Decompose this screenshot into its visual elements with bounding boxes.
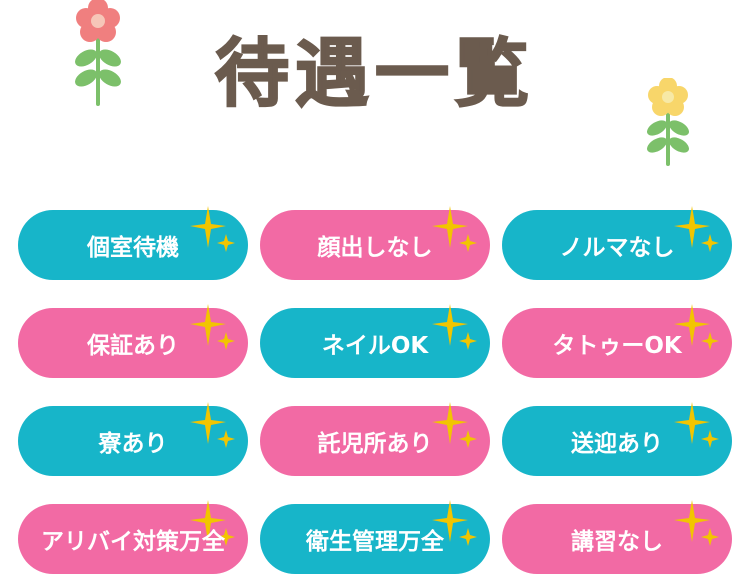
benefit-label: 講習なし	[571, 529, 663, 555]
benefit-label: 寮あり	[98, 431, 168, 457]
sparkle-icon	[186, 400, 238, 452]
sparkle-icon	[670, 498, 722, 550]
benefit-label: ネイルOK	[321, 333, 429, 359]
benefit-item: 託児所あり	[260, 402, 490, 476]
sparkle-icon	[428, 302, 480, 354]
sparkle-icon	[186, 204, 238, 256]
benefit-label: アリバイ対策万全	[41, 529, 225, 555]
benefit-item: ネイルOK	[260, 304, 490, 378]
benefit-item: 顔出しなし	[260, 206, 490, 280]
sparkle-icon	[186, 302, 238, 354]
benefits-grid: 個室待機 顔出しなし ノルマなし 保証あり ネイルOK タトゥーOK 寮あり 託…	[18, 206, 732, 574]
flower-yellow-icon	[647, 78, 689, 166]
sparkle-icon	[428, 400, 480, 452]
benefit-label: ノルマなし	[559, 235, 675, 261]
benefit-item: 送迎あり	[502, 402, 732, 476]
benefit-label: 顔出しなし	[317, 235, 433, 261]
benefit-label: タトゥーOK	[552, 333, 682, 359]
benefit-item: 寮あり	[18, 402, 248, 476]
page-title: 待遇一覧	[214, 30, 535, 118]
benefit-item: タトゥーOK	[502, 304, 732, 378]
benefit-item: ノルマなし	[502, 206, 732, 280]
benefit-label: 託児所あり	[317, 431, 433, 457]
benefit-label: 保証あり	[87, 333, 179, 359]
benefit-item: 保証あり	[18, 304, 248, 378]
benefit-item: アリバイ対策万全	[18, 500, 248, 574]
sparkle-icon	[670, 204, 722, 256]
sparkle-icon	[670, 302, 722, 354]
benefit-label: 送迎あり	[571, 431, 663, 457]
sparkle-icon	[428, 204, 480, 256]
flower-red-icon	[75, 0, 121, 106]
benefit-label: 衛生管理万全	[306, 529, 444, 555]
sparkle-icon	[670, 400, 722, 452]
benefit-label: 個室待機	[87, 235, 179, 261]
benefit-item: 衛生管理万全	[260, 500, 490, 574]
benefit-item: 講習なし	[502, 500, 732, 574]
sparkle-icon	[428, 498, 480, 550]
sparkle-icon	[186, 498, 238, 550]
benefit-item: 個室待機	[18, 206, 248, 280]
